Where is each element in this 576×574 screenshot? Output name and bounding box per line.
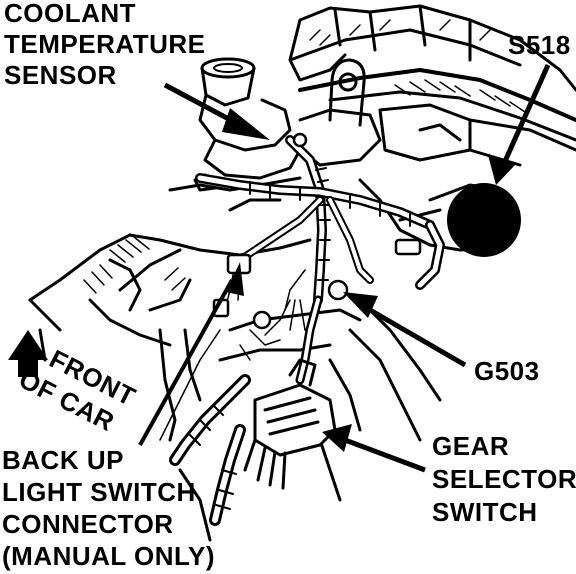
gear-selector-switch-body	[243, 358, 337, 490]
mounting-bracket	[328, 58, 366, 127]
coolant-label-line-3: SENSOR	[4, 60, 117, 90]
left-hatching	[83, 236, 186, 294]
backup-label-line-4: (MANUAL ONLY)	[2, 541, 216, 571]
backup-label-line-1: BACK UP	[2, 445, 124, 475]
gear-selector-switch-label: GEAR SELECTOR SWITCH	[432, 430, 576, 529]
thermostat-housing	[193, 57, 302, 192]
splice-label-text: S518	[508, 30, 571, 60]
coolant-label-line-1: COOLANT	[4, 0, 137, 28]
connectors	[212, 132, 422, 330]
front-arrow	[8, 330, 48, 377]
backup-light-switch-connector-label: BACK UP LIGHT SWITCH CONNECTOR (MANUAL O…	[2, 444, 215, 572]
backup-label-line-3: CONNECTOR	[2, 509, 174, 539]
splice-s518-marker	[447, 183, 521, 257]
gear-label-line-3: SWITCH	[432, 497, 538, 527]
backup-label-line-2: LIGHT SWITCH	[2, 477, 196, 507]
harness-ribs	[189, 167, 411, 510]
ground-label-text: G503	[474, 356, 540, 386]
splice-s518-label: S518	[508, 30, 571, 61]
gear-label-line-1: GEAR	[432, 431, 510, 461]
coolant-label-line-2: TEMPERATURE	[4, 29, 206, 59]
leader-arrows	[138, 63, 551, 473]
coolant-temperature-sensor-label: COOLANT TEMPERATURE SENSOR	[4, 0, 205, 91]
gear-label-line-2: SELECTOR	[432, 464, 576, 494]
ground-g503-label: G503	[474, 356, 540, 387]
engine-hatching	[309, 19, 526, 113]
